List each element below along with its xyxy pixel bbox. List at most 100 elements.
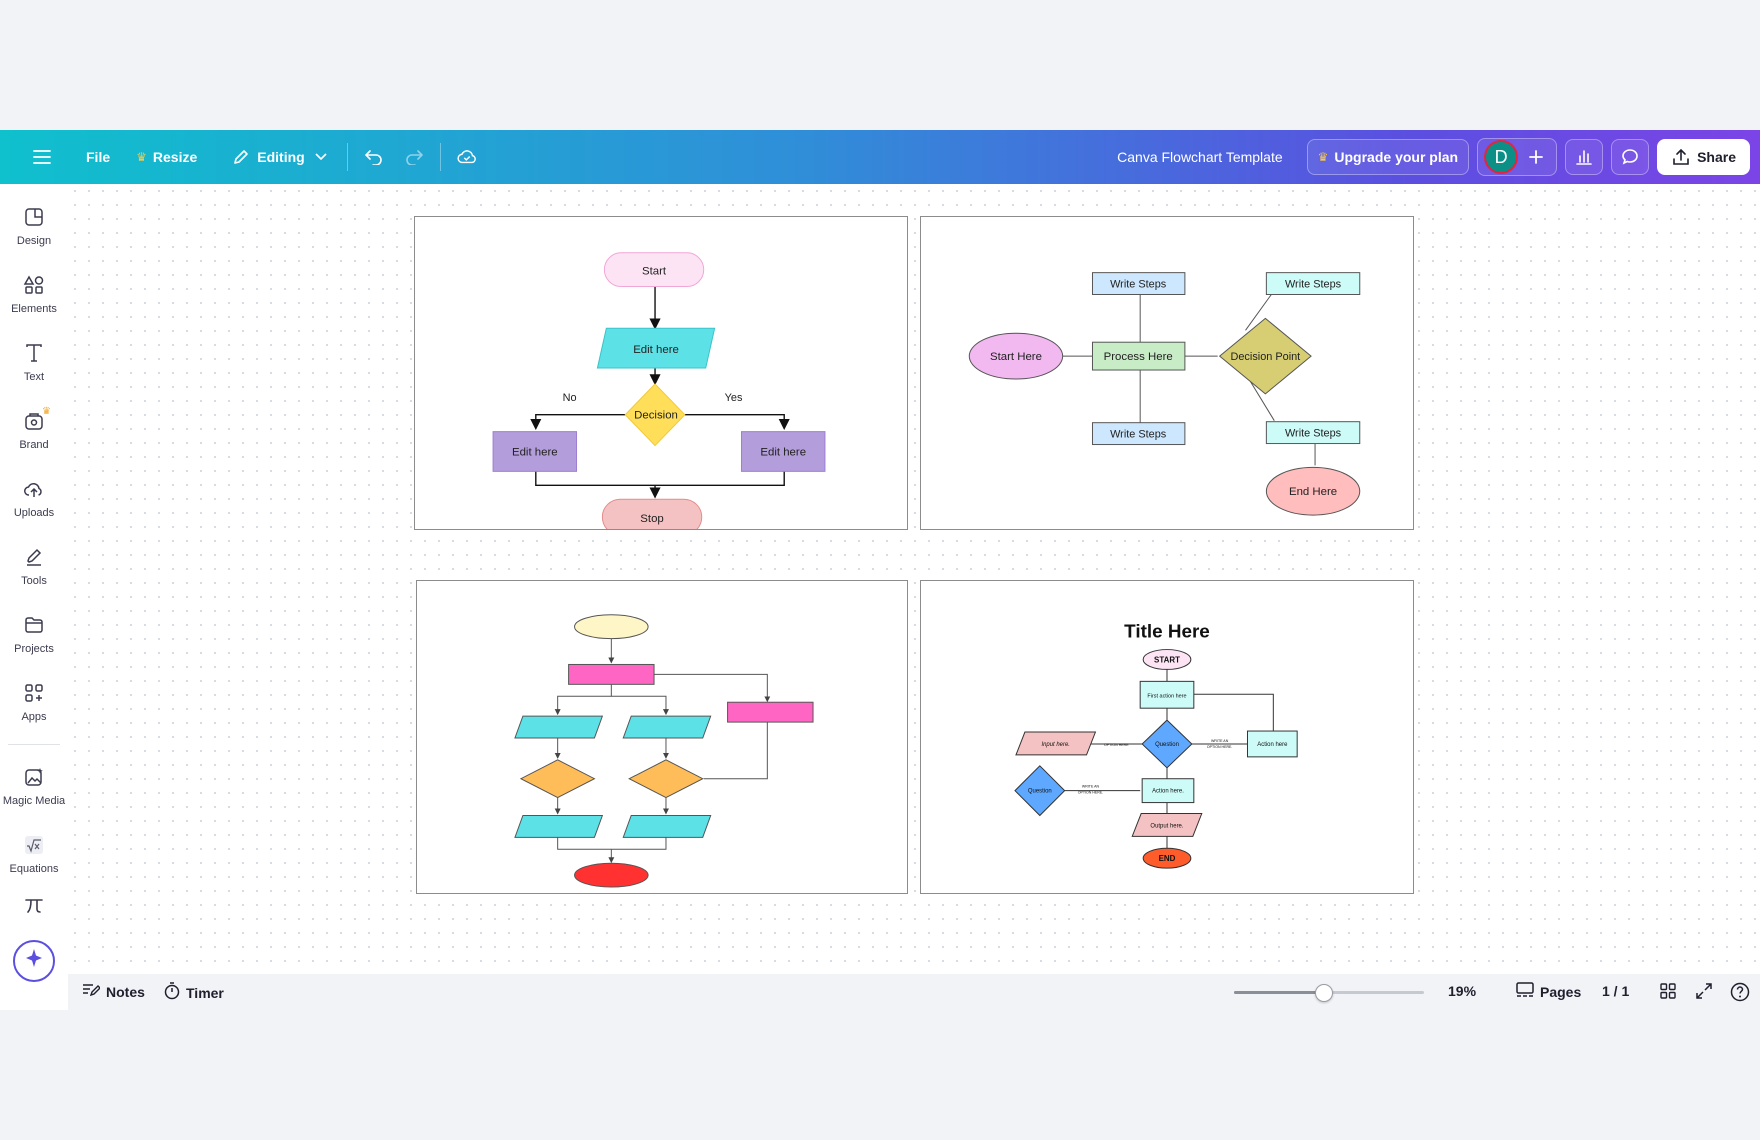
sidebar-item-elements[interactable]: Elements	[0, 274, 68, 315]
start-ellipse-shape[interactable]	[574, 614, 649, 640]
zoom-slider[interactable]	[1234, 984, 1424, 1002]
equations-icon	[23, 834, 45, 859]
output-left-parallelogram-shape[interactable]	[514, 815, 604, 838]
top-toolbar: File ♛ Resize Editing	[0, 130, 1760, 184]
flowchart-page-1[interactable]: Start Edit here Decision No Yes Edit her…	[414, 216, 908, 530]
zoom-slider-thumb[interactable]	[1315, 984, 1333, 1002]
avatar[interactable]: D	[1484, 140, 1519, 174]
notes-button[interactable]: Notes	[82, 982, 145, 1001]
process-box-shape[interactable]	[568, 663, 655, 685]
grid-view-button[interactable]	[1660, 983, 1676, 1002]
side-process-box-shape[interactable]	[727, 701, 814, 723]
start-terminal-shape[interactable]	[603, 252, 705, 288]
share-button[interactable]: Share	[1657, 139, 1750, 175]
magic-assistant-button[interactable]	[13, 940, 55, 982]
crown-icon: ♛	[136, 150, 147, 164]
sidebar-item-pi[interactable]	[0, 894, 68, 919]
expand-icon	[1696, 983, 1712, 1002]
sidebar-item-projects[interactable]: Projects	[0, 614, 68, 655]
help-button[interactable]	[1730, 982, 1750, 1005]
action-mid-box-shape[interactable]	[1141, 778, 1195, 804]
output-parallelogram-shape[interactable]	[1131, 813, 1203, 837]
fullscreen-button[interactable]	[1696, 983, 1712, 1002]
collaborators-group: D	[1477, 138, 1558, 176]
flowchart-page-3[interactable]	[416, 580, 908, 894]
no-label: No	[563, 392, 577, 404]
input-parallelogram-shape[interactable]	[1015, 731, 1097, 756]
end-ellipse-shape[interactable]	[1265, 466, 1361, 516]
pages-label: Pages	[1540, 983, 1582, 1000]
decision-diamond-shape[interactable]	[624, 383, 686, 447]
process-right-shape[interactable]	[740, 431, 826, 472]
menu-button[interactable]	[22, 139, 62, 175]
add-collaborator-button[interactable]	[1522, 139, 1550, 175]
undo-button[interactable]	[354, 139, 394, 175]
write-steps-top-shape[interactable]	[1091, 272, 1186, 295]
input-parallelogram-shape[interactable]	[596, 327, 716, 369]
folder-icon	[23, 614, 45, 639]
sidebar-item-uploads[interactable]: Uploads	[0, 478, 68, 519]
decision-point-label: Decision Point	[1231, 351, 1301, 363]
decision-left-diamond-shape[interactable]	[519, 759, 596, 799]
process-box-shape[interactable]	[1091, 341, 1186, 371]
question-diamond-shape[interactable]	[1141, 719, 1193, 769]
flowchart-page-4[interactable]: Title Here START First action here Quest…	[920, 580, 1414, 894]
connector	[530, 414, 626, 431]
connector	[1193, 693, 1274, 732]
sidebar-item-label: Elements	[11, 303, 57, 315]
write-steps-bottom-right-shape[interactable]	[1265, 421, 1361, 445]
action-right-box-shape[interactable]	[1246, 730, 1298, 758]
flowchart-title[interactable]: Title Here	[1124, 621, 1210, 642]
insights-button[interactable]	[1565, 139, 1604, 175]
end-ellipse-shape[interactable]	[574, 862, 649, 888]
redo-button[interactable]	[394, 139, 434, 175]
write-steps-bottom-label: Write Steps	[1110, 429, 1167, 441]
design-canvas[interactable]: Start Edit here Decision No Yes Edit her…	[68, 184, 1760, 974]
upload-icon	[1671, 147, 1691, 167]
editing-mode-dropdown[interactable]: Editing	[221, 139, 340, 175]
save-status-button[interactable]	[447, 139, 487, 175]
output-right-parallelogram-shape[interactable]	[622, 815, 712, 838]
comments-button[interactable]	[1611, 139, 1650, 175]
start-ellipse-shape[interactable]	[968, 332, 1064, 380]
connector	[535, 466, 785, 486]
sidebar-item-tools[interactable]: Tools	[0, 546, 68, 587]
timer-button[interactable]: Timer	[164, 982, 224, 1003]
document-title[interactable]: Canva Flowchart Template	[1117, 149, 1283, 165]
sidebar-item-text[interactable]: Text	[0, 342, 68, 383]
sidebar-item-brand[interactable]: ♛ Brand	[0, 406, 68, 451]
first-action-box-shape[interactable]	[1139, 680, 1195, 709]
upgrade-plan-button[interactable]: ♛ Upgrade your plan	[1306, 139, 1470, 175]
pages-button[interactable]: Pages	[1516, 982, 1581, 1001]
question-2-diamond-shape[interactable]	[1014, 765, 1066, 817]
zoom-percentage[interactable]: 19%	[1448, 983, 1477, 999]
edit-right-label: Edit here	[760, 446, 806, 458]
file-menu-button[interactable]: File	[86, 149, 111, 165]
write-steps-bottom-shape[interactable]	[1091, 422, 1186, 446]
sidebar-item-apps[interactable]: Apps	[0, 682, 68, 723]
sidebar-item-design[interactable]: Design	[0, 206, 68, 247]
option-left-label: OPTION HERE	[1104, 743, 1129, 747]
write-steps-top-right-shape[interactable]	[1265, 272, 1361, 295]
decision-right-diamond-shape[interactable]	[628, 759, 704, 799]
flowchart-page-2[interactable]: Start Here Process Here Write Steps Writ…	[920, 216, 1414, 530]
stop-terminal-shape[interactable]	[601, 498, 703, 529]
decision-point-diamond-shape[interactable]	[1218, 317, 1312, 395]
connector	[611, 695, 669, 716]
write-steps-top-right-label: Write Steps	[1285, 279, 1342, 291]
design-icon	[23, 206, 45, 231]
magic-media-icon	[23, 766, 45, 791]
sidebar-item-equations[interactable]: Equations	[0, 834, 68, 875]
sidebar-item-magic-media[interactable]: Magic Media	[0, 766, 68, 807]
process-left-shape[interactable]	[492, 431, 578, 472]
connector	[654, 673, 771, 703]
hamburger-icon	[32, 147, 52, 167]
input-left-parallelogram-shape[interactable]	[514, 715, 604, 739]
notes-label: Notes	[106, 983, 145, 1000]
end-ellipse-shape[interactable]	[1142, 847, 1192, 869]
start-here-label: Start Here	[990, 351, 1042, 363]
start-ellipse-shape[interactable]	[1142, 649, 1192, 670]
redo-icon	[404, 147, 424, 167]
resize-button[interactable]: ♛ Resize	[126, 139, 207, 175]
input-right-parallelogram-shape[interactable]	[622, 715, 712, 739]
